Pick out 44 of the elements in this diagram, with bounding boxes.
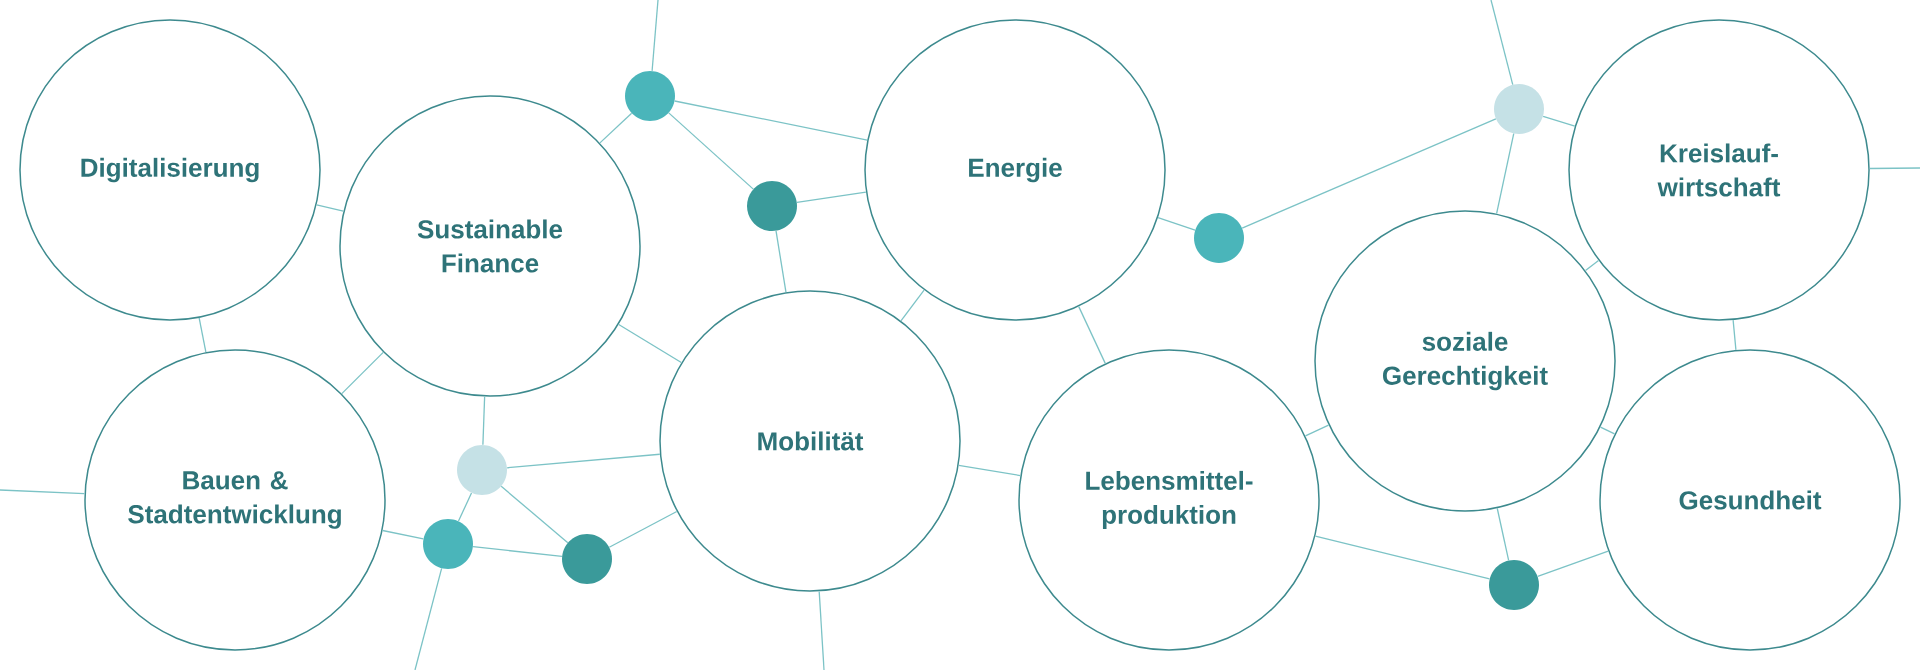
connector-line [457,492,473,522]
connector-line [1537,550,1609,578]
connector-line [796,191,867,203]
connector-line [608,510,678,548]
connector-line [198,317,207,353]
connector-dot [562,534,612,584]
connector-line [674,100,868,141]
connector-line [1314,535,1491,580]
connector-line [472,546,563,557]
connector-line [775,230,787,293]
connector-line [1078,305,1106,365]
connector-line [1542,115,1576,127]
connector-line [500,485,569,544]
connector-line [1490,0,1514,86]
connector-line [1732,319,1737,351]
connector-line [1496,507,1510,562]
connector-dot [1194,213,1244,263]
connector-line [482,396,486,446]
connector-dot [747,181,797,231]
connector-line [414,567,443,670]
connector-line [316,204,344,212]
connector-line [818,590,825,670]
connector-line [1869,167,1920,170]
connector-line [668,112,754,190]
connector-line [599,112,633,144]
connector-line [1157,217,1196,231]
connector-dot [457,445,507,495]
connector-dot [1489,560,1539,610]
connector-dot [423,519,473,569]
connector-line [382,529,424,540]
connector-line [1599,426,1616,435]
connector-line [651,0,659,72]
connector-line [900,289,925,322]
connector-line [1241,118,1497,229]
connector-dot [625,71,675,121]
connector-line [958,464,1021,477]
connector-line [0,489,86,495]
connector-line [1304,424,1330,437]
connector-dot [1494,84,1544,134]
connector-line [1584,259,1600,272]
connector-line [506,453,661,469]
connector-line [341,351,384,395]
connector-line [1495,133,1515,215]
connector-line [618,323,682,364]
